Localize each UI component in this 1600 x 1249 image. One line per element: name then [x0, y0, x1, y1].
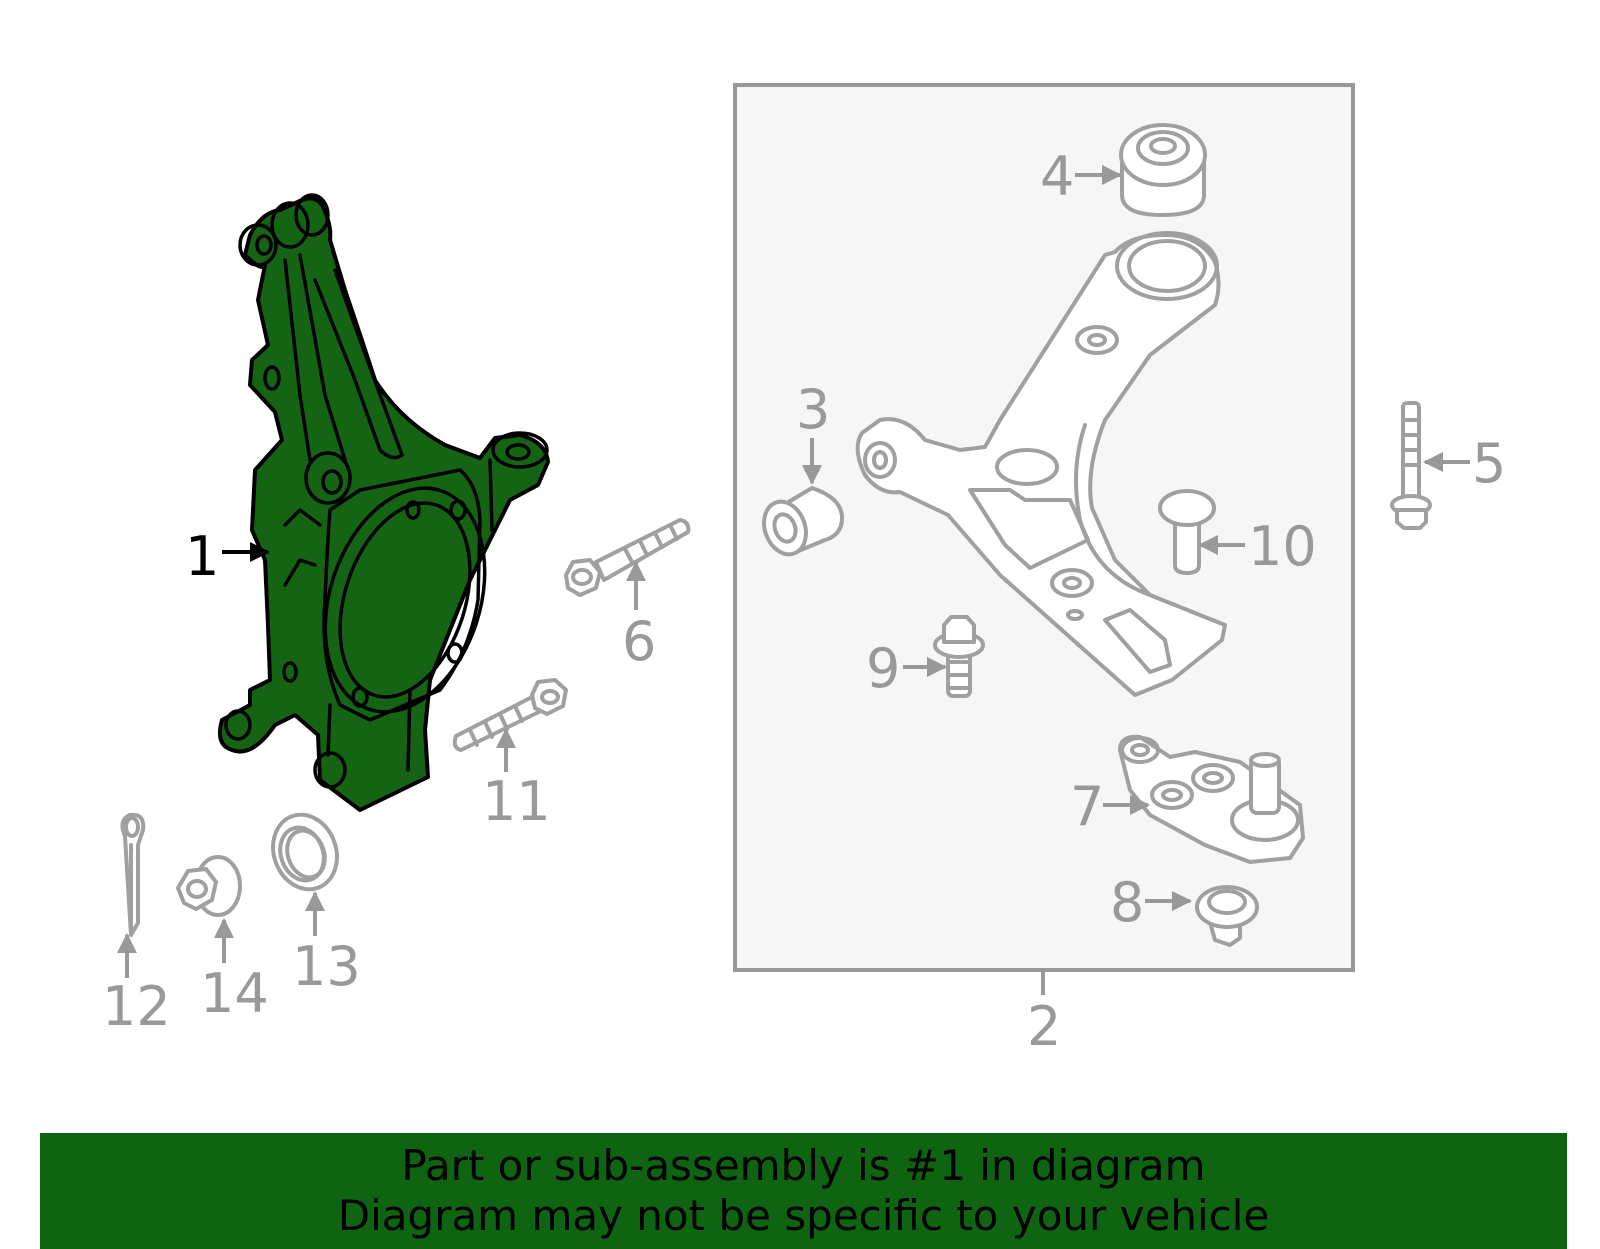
- ball-joint-7-part[interactable]: [1118, 734, 1305, 864]
- nut-8-part[interactable]: [1195, 885, 1259, 947]
- lower-control-arm-part[interactable]: [855, 231, 1227, 697]
- callout-14[interactable]: 14: [200, 962, 269, 1025]
- nut-14-part[interactable]: [176, 855, 242, 917]
- banner-line-1: Part or sub-assembly is #1 in diagram: [401, 1141, 1206, 1190]
- cotter-pin-12-part[interactable]: [120, 812, 146, 937]
- bolt-11-part[interactable]: [452, 678, 568, 752]
- callout-9[interactable]: 9: [866, 637, 900, 700]
- callout-4[interactable]: 4: [1040, 145, 1074, 208]
- callout-3[interactable]: 3: [796, 378, 830, 441]
- bolt-9-part[interactable]: [933, 615, 985, 698]
- callout-8[interactable]: 8: [1110, 871, 1144, 934]
- bolt-6-part[interactable]: [564, 518, 691, 597]
- callout-2[interactable]: 2: [1027, 995, 1061, 1058]
- bolt-5-part[interactable]: [1390, 401, 1432, 530]
- callout-1[interactable]: 1: [185, 525, 219, 588]
- seal-13-part[interactable]: [263, 806, 347, 899]
- callout-5[interactable]: 5: [1472, 432, 1506, 495]
- bushing-3-part[interactable]: [757, 486, 844, 560]
- steering-knuckle-part[interactable]: [218, 193, 550, 812]
- info-banner: Part or sub-assembly is #1 in diagram Di…: [40, 1133, 1567, 1249]
- callout-12[interactable]: 12: [102, 975, 171, 1038]
- callout-10[interactable]: 10: [1248, 515, 1317, 578]
- pin-10-part[interactable]: [1158, 489, 1216, 575]
- callout-6[interactable]: 6: [622, 610, 656, 673]
- banner-line-2: Diagram may not be specific to your vehi…: [337, 1191, 1270, 1240]
- callout-7[interactable]: 7: [1070, 775, 1104, 838]
- callout-11[interactable]: 11: [482, 770, 551, 833]
- bushing-4-part[interactable]: [1119, 123, 1207, 217]
- callout-13[interactable]: 13: [292, 935, 361, 998]
